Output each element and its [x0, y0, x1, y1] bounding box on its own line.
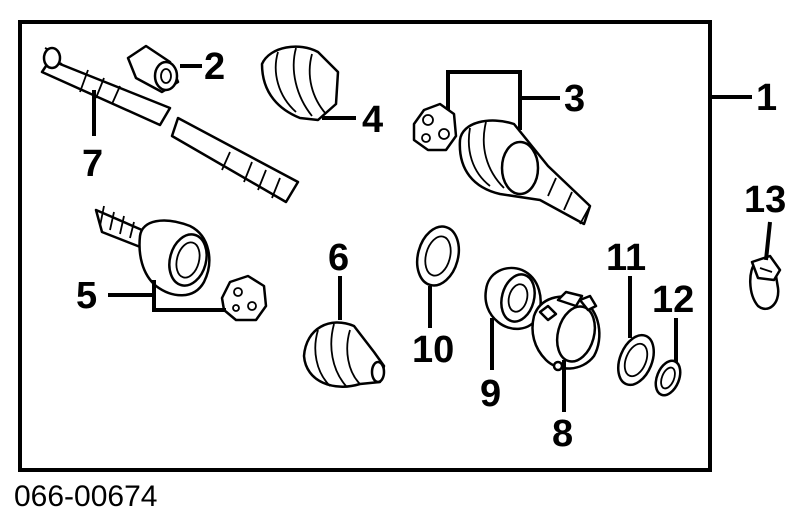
callout-7: 7	[82, 143, 103, 185]
callout-11: 11	[606, 237, 646, 279]
callout-8: 8	[552, 413, 573, 455]
leader-lines	[92, 64, 772, 412]
inner-joint-part	[412, 102, 592, 226]
bearing-part	[484, 266, 542, 330]
washer-part	[415, 225, 461, 287]
inner-boot-part	[302, 321, 386, 388]
callout-9: 9	[480, 373, 501, 415]
outer-boot-part	[260, 45, 340, 122]
part-code: 066-00674	[14, 480, 157, 513]
callout-10: 10	[412, 329, 454, 371]
callout-3: 3	[564, 78, 585, 120]
drive-shaft-part	[40, 46, 300, 204]
bearing-housing-part	[531, 290, 601, 372]
callout-2: 2	[204, 46, 225, 88]
callout-5: 5	[76, 275, 97, 317]
callout-labels: 1 2 3 4 5 6 7 8 9 10 11 12 13	[76, 46, 786, 455]
callout-1: 1	[756, 77, 777, 119]
callout-4: 4	[362, 99, 383, 141]
clamp-part	[749, 254, 782, 311]
callout-13: 13	[744, 179, 786, 221]
callout-6: 6	[328, 237, 349, 279]
damper-part	[126, 44, 180, 94]
snap-ring-part	[654, 359, 682, 397]
outer-joint-part	[94, 205, 268, 322]
seal-part	[617, 333, 655, 387]
callout-12: 12	[652, 279, 694, 321]
diagram-frame	[18, 20, 712, 472]
